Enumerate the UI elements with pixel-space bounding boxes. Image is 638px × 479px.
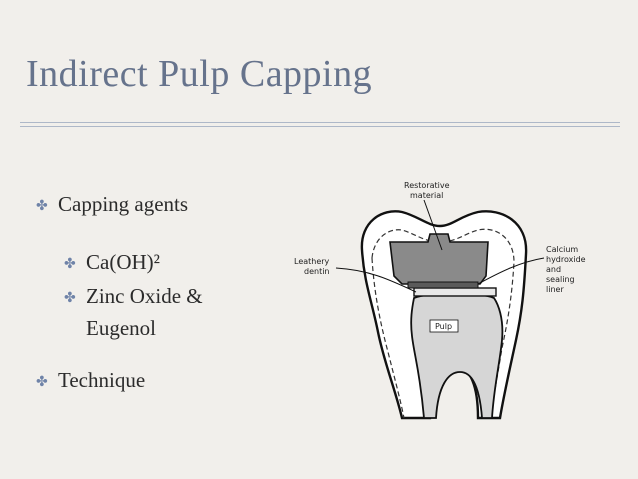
flower-cross-icon: ✤ — [64, 290, 76, 306]
calcium-label-3: and — [546, 265, 561, 274]
flower-cross-icon: ✤ — [36, 374, 48, 390]
calcium-label-2: hydroxide — [546, 255, 586, 264]
pulp-label-box — [429, 319, 459, 333]
title-divider-bottom — [20, 126, 620, 127]
title-divider-top — [20, 122, 620, 123]
slide-title: Indirect Pulp Capping — [26, 53, 373, 95]
calcium-label-5: liner — [546, 285, 564, 294]
flower-cross-icon: ✤ — [36, 198, 48, 214]
dentin-enamel-junction — [371, 228, 515, 419]
flower-cross-icon: ✤ — [64, 256, 76, 272]
restorative-label-2: material — [410, 191, 443, 200]
calcium-label-1: Calcium — [546, 245, 578, 254]
leathery-dentin-layer — [413, 287, 497, 297]
dentin-enamel-junction-left — [371, 257, 405, 419]
pulp-chamber — [410, 292, 504, 419]
leathery-label-2: dentin — [304, 267, 330, 276]
calcium-hydroxide-liner — [407, 281, 479, 289]
leathery-label-1: Leathery — [294, 257, 330, 266]
restorative-material — [389, 233, 489, 285]
restorative-label-1: Restorative — [404, 181, 450, 190]
calcium-label-4: sealing — [546, 275, 575, 284]
tooth-diagram: Pulp Restorative material Leathery denti… — [294, 181, 586, 420]
pulp-label: Pulp — [435, 322, 452, 331]
